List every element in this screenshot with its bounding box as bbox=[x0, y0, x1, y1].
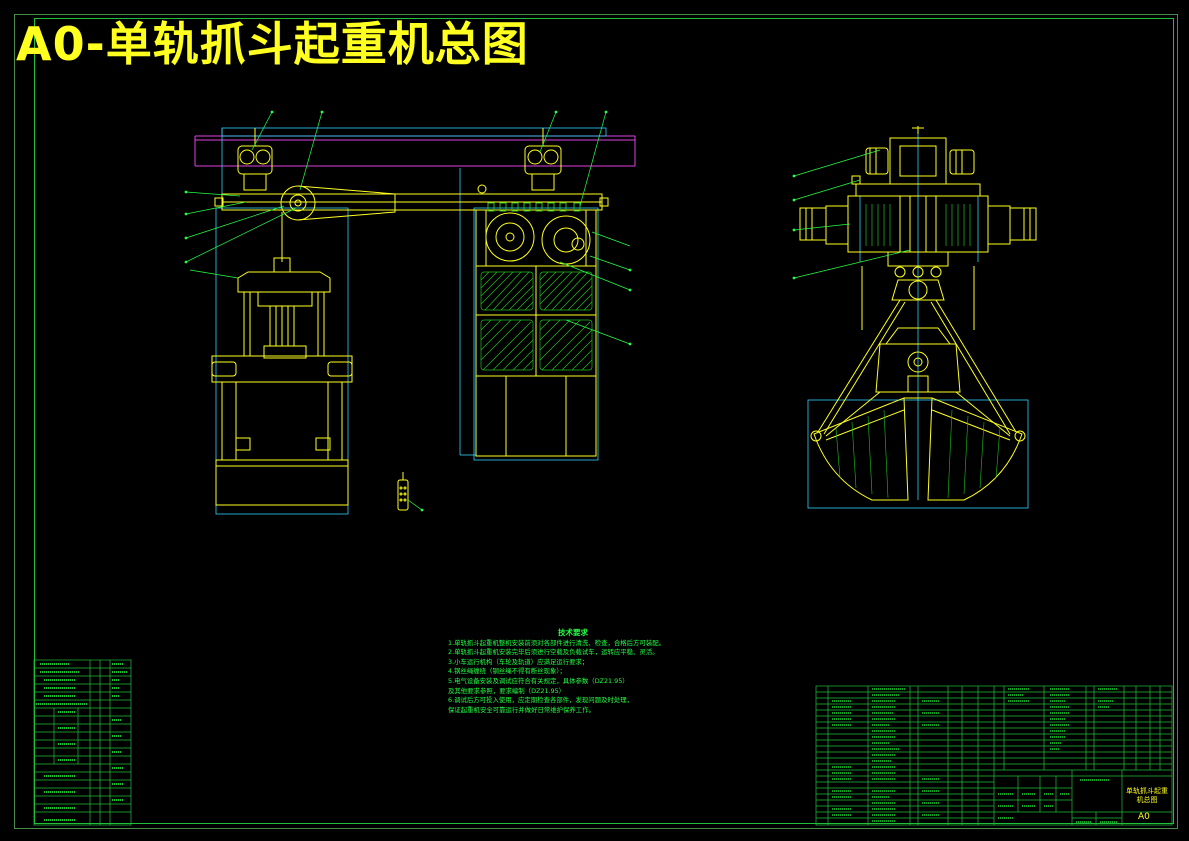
side-leader-lines bbox=[793, 149, 911, 279]
side-trolley bbox=[851, 126, 975, 185]
technical-requirements-heading: 技术要求 bbox=[558, 628, 588, 637]
main-beam bbox=[214, 184, 609, 211]
requirement-line: 2.单轨抓斗起重机安装完毕后须进行空载及负载试车，运转应平稳、灵活。 bbox=[448, 648, 659, 657]
hoist-gearbox bbox=[475, 202, 597, 267]
side-balloons bbox=[792, 174, 796, 280]
drawing-border-outer bbox=[14, 14, 1178, 829]
side-bucket-shells bbox=[810, 397, 1026, 501]
parameter-table-scribbles bbox=[36, 663, 128, 821]
front-leader-lines bbox=[185, 111, 631, 511]
requirement-line: 5.电气设备安装及调试应符合有关规定，具体参数（DZ21.95） bbox=[448, 676, 629, 685]
requirement-line: 保证起重机安全可靠运行并做好日常维护保养工作。 bbox=[448, 705, 595, 714]
cabinet-hatch-panels bbox=[480, 271, 593, 371]
front-view bbox=[184, 110, 636, 515]
requirement-line: 3.小车运行机构（车轮及轨道）应满足运行要求； bbox=[448, 657, 589, 666]
technical-requirements: 技术要求 1.单轨抓斗起重机整机安装前须对各部件进行清洗、检查，合格后方可装配。… bbox=[448, 628, 698, 715]
title-block-sheet-size: A0 bbox=[1138, 812, 1150, 822]
grab-bucket-side bbox=[211, 257, 353, 506]
parts-list-scribbles bbox=[832, 688, 1118, 823]
pulley-block bbox=[280, 185, 396, 262]
side-centerlines bbox=[807, 130, 1029, 509]
side-rods bbox=[817, 299, 1017, 437]
title-block-drawing-name: 单轨抓斗起重机总图 bbox=[1126, 787, 1168, 804]
pendant-controller bbox=[397, 472, 409, 511]
requirement-line: 1.单轨抓斗起重机整机安装前须对各部件进行清洗、检查，合格后方可装配。 bbox=[448, 638, 665, 647]
front-balloons bbox=[184, 110, 632, 512]
trolley-right bbox=[524, 128, 562, 191]
drawing-title: A0-单轨抓斗起重机总图 bbox=[16, 17, 529, 71]
side-view bbox=[792, 126, 1037, 509]
side-hoist-drum bbox=[799, 183, 1037, 278]
electrical-cabinet bbox=[475, 265, 597, 457]
requirement-line: 6.调试后方可投入使用，应定期检查各部件，发现问题及时处理， bbox=[448, 696, 634, 705]
requirement-line: 4.钢丝绳缠绕（钢丝绳不得有断丝现象）； bbox=[448, 667, 566, 676]
drawing-border-inner bbox=[34, 18, 1174, 824]
monorail-beam bbox=[194, 135, 636, 167]
parts-list bbox=[815, 685, 1173, 826]
title-block bbox=[994, 770, 1172, 825]
parameter-table bbox=[33, 659, 132, 826]
requirement-line: 及其他要求参照，要求编制（DZ21.95） bbox=[448, 686, 566, 695]
trolley-left bbox=[237, 128, 273, 191]
side-grab-head bbox=[861, 266, 975, 393]
